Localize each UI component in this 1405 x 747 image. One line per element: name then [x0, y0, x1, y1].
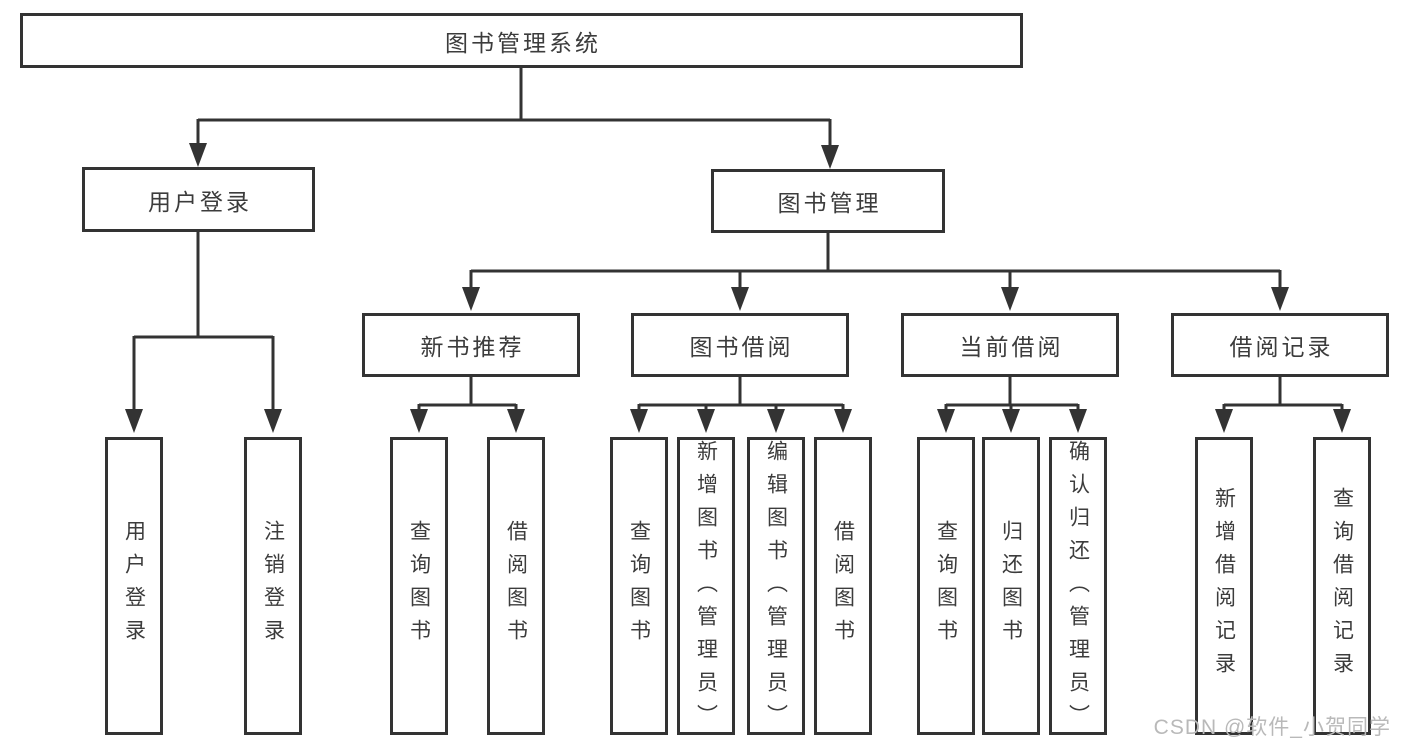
node-user-login-branch: 用户登录 — [82, 167, 315, 232]
node-leaf-return-books: 归还图书 — [982, 437, 1040, 735]
csdn-watermark: CSDN @软件_小贺同学 — [1153, 716, 1391, 739]
arrowhead-group — [125, 143, 1351, 433]
node-leaf-borrow-books: 借阅图书 — [814, 437, 872, 735]
node-leaf-logout: 注销登录 — [244, 437, 302, 735]
node-leaf-borrow-books-recommend: 借阅图书 — [487, 437, 545, 735]
node-root-system: 图书管理系统 — [20, 13, 1023, 68]
node-leaf-query-books-borrow: 查询图书 — [610, 437, 668, 735]
node-leaf-confirm-return-admin: 确认归还（管理员） — [1049, 437, 1107, 737]
node-borrow-records: 借阅记录 — [1171, 313, 1389, 377]
node-leaf-query-books-recommend: 查询图书 — [390, 437, 448, 735]
node-leaf-edit-books-admin: 编辑图书（管理员） — [747, 437, 805, 737]
node-leaf-query-borrow-record: 查询借阅记录 — [1313, 437, 1371, 735]
node-book-borrow: 图书借阅 — [631, 313, 849, 377]
node-book-management-branch: 图书管理 — [711, 169, 945, 233]
node-leaf-query-books-current: 查询图书 — [917, 437, 975, 735]
node-new-book-recommend: 新书推荐 — [362, 313, 580, 377]
node-current-borrow: 当前借阅 — [901, 313, 1119, 377]
node-leaf-user-login: 用户登录 — [105, 437, 163, 735]
node-leaf-add-books-admin: 新增图书（管理员） — [677, 437, 735, 737]
node-leaf-add-borrow-record: 新增借阅记录 — [1195, 437, 1253, 735]
